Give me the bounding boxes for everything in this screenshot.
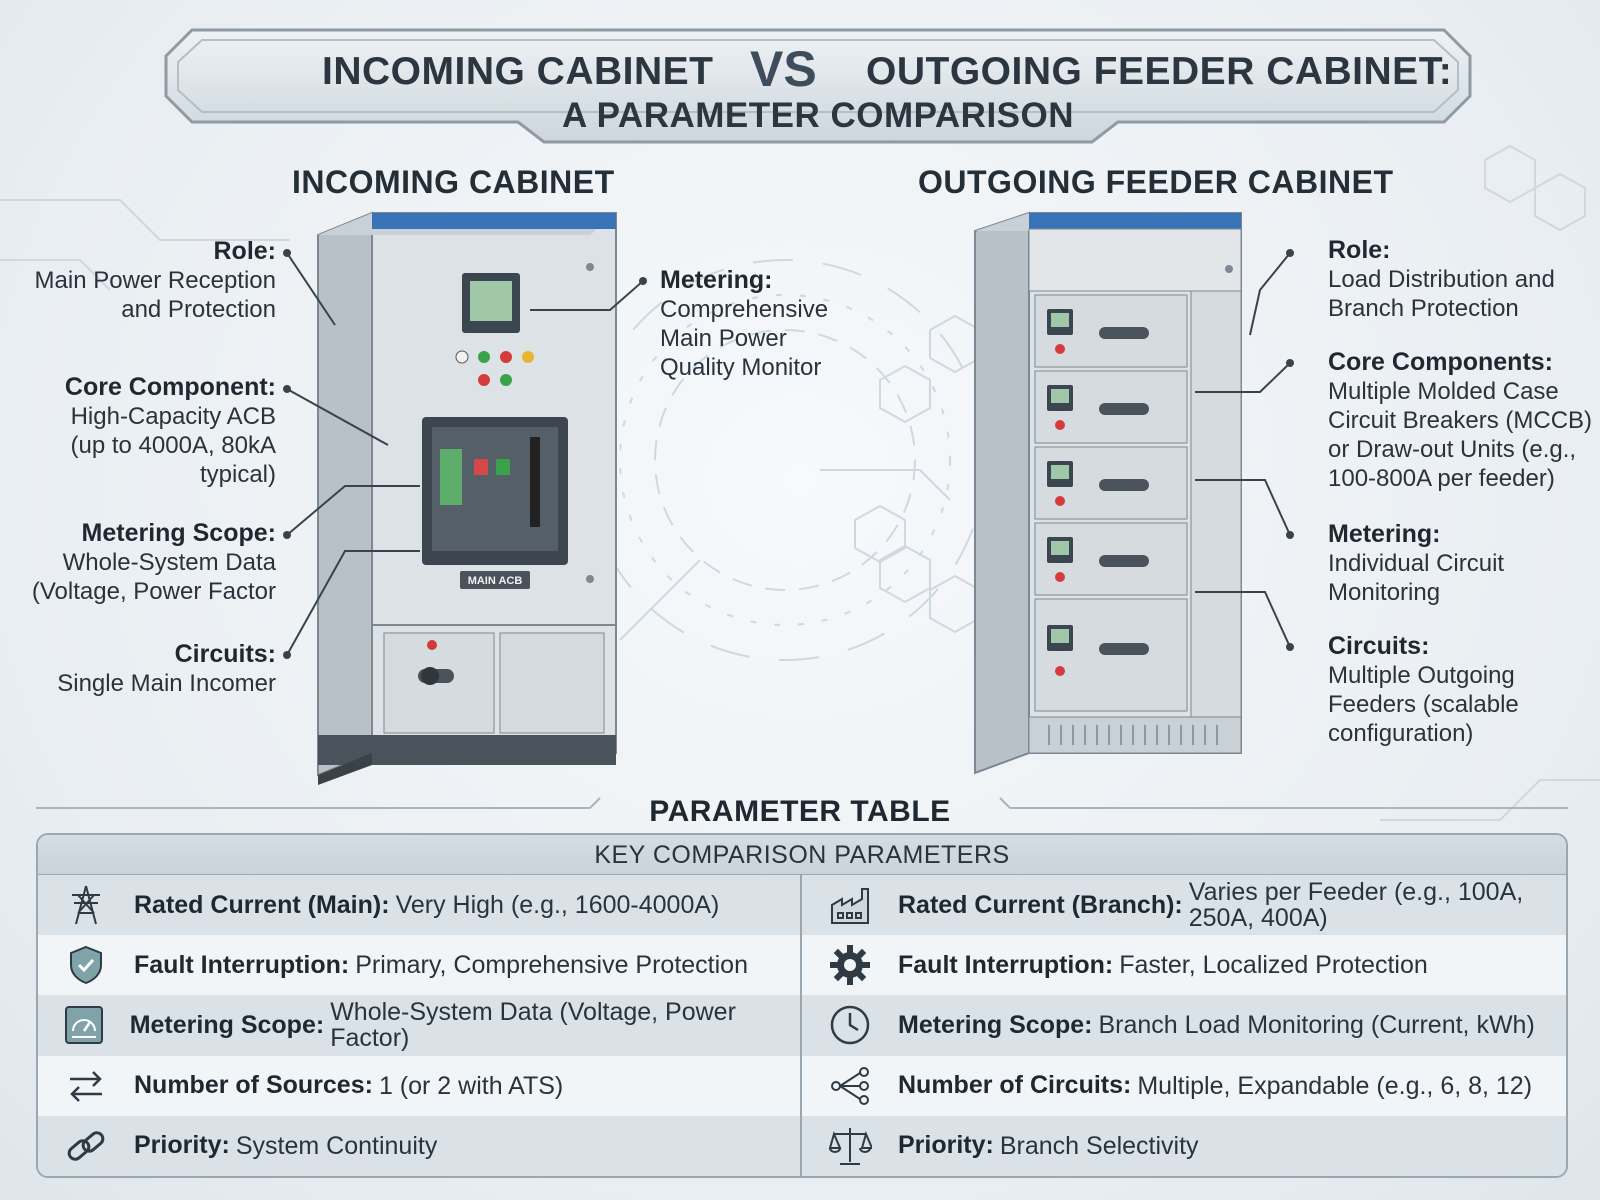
outgoing-callout-role: Role: Load Distribution and Branch Prote… [1328,236,1555,322]
title-banner: INCOMING CABINET VS OUTGOING FEEDER CABI… [162,26,1474,146]
table-row: Number of Sources: 1 (or 2 with ATS) [38,1056,800,1116]
gear-icon [802,943,898,987]
title-left: INCOMING CABINET [322,50,714,93]
table-row: Metering Scope: Branch Load Monitoring (… [802,995,1566,1056]
table-row: Rated Current (Main): Very High (e.g., 1… [38,875,800,936]
factory-icon [802,883,898,927]
table-row: Number of Circuits: Multiple, Expandable… [802,1056,1566,1116]
table-row: Fault Interruption: Primary, Comprehensi… [38,935,800,995]
incoming-heading: INCOMING CABINET [292,164,615,200]
outgoing-callout-core-components: Core Components: Multiple Molded Case Ci… [1328,348,1593,492]
outgoing-callout-circuits: Circuits: Multiple Outgoing Feeders (sca… [1328,632,1519,747]
table-row: Priority: Branch Selectivity [802,1115,1566,1176]
table-row: Rated Current (Branch): Varies per Feede… [802,875,1566,936]
table-row: Priority: System Continuity [38,1115,800,1176]
title-vs: VS [750,41,817,97]
table-row: Metering Scope: Whole-System Data (Volta… [38,995,800,1056]
incoming-callout-core-component: Core Component: High-Capacity ACB (up to… [64,373,276,488]
title-right: OUTGOING FEEDER CABINET: [866,50,1453,93]
incoming-callout-circuits: Circuits: Single Main Incomer [57,640,276,697]
outgoing-callout-metering: Metering: Individual Circuit Monitoring [1328,520,1505,606]
shield-check-icon [38,943,134,987]
acb-plate-label: MAIN ACB [468,575,523,587]
transmission-tower-icon [38,883,134,927]
incoming-parameter-column: Rated Current (Main): Very High (e.g., 1… [38,875,802,1176]
incoming-callout-metering: Metering: Comprehensive Main Power Quali… [660,266,829,381]
outgoing-parameter-column: Rated Current (Branch): Varies per Feede… [802,875,1566,1176]
incoming-cabinet-illustration: MAIN ACB [317,211,617,785]
swap-arrows-icon [38,1064,134,1108]
parameter-table-title: PARAMETER TABLE [649,795,951,828]
banner-frame [164,28,1472,144]
outgoing-cabinet-illustration [974,211,1242,775]
title-subtitle: A PARAMETER COMPARISON [561,96,1075,135]
balance-scale-icon [802,1124,898,1168]
branch-network-icon [802,1064,898,1108]
table-header: KEY COMPARISON PARAMETERS [38,835,1566,875]
table-row: Fault Interruption: Faster, Localized Pr… [802,935,1566,995]
chain-link-icon [38,1124,134,1168]
gauge-meter-icon [38,1003,130,1047]
clock-icon [802,1003,898,1047]
incoming-callout-role: Role: Main Power Reception and Protectio… [34,237,276,323]
incoming-callout-metering-scope: Metering Scope: Whole-System Data (Volta… [31,519,276,605]
parameter-table: KEY COMPARISON PARAMETERS Rated Current … [36,833,1568,1178]
outgoing-heading: OUTGOING FEEDER CABINET [918,164,1394,200]
